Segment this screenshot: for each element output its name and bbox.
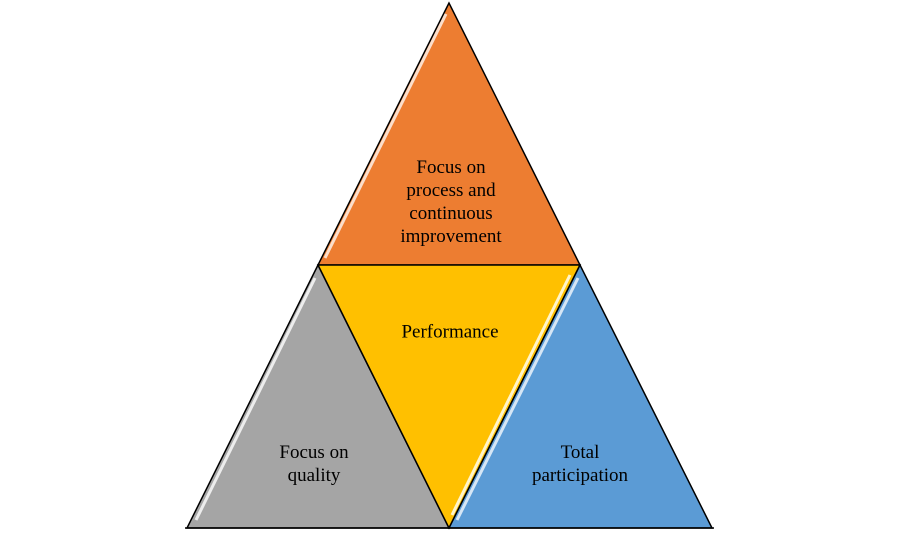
label-center: Performance	[401, 321, 498, 344]
label-line: process and	[406, 180, 496, 201]
highlight-center	[450, 274, 572, 516]
label-line: Performance	[401, 321, 499, 343]
highlight-left	[194, 277, 317, 521]
label-right: Total participation	[532, 441, 628, 487]
label-line: participation	[531, 465, 629, 486]
label-line: Focus on	[416, 157, 486, 178]
label-top: Focus on process and continuous improvem…	[400, 156, 501, 248]
label-left: Focus on quality	[279, 441, 348, 487]
label-line: improvement	[400, 226, 502, 247]
label-line: Focus on	[279, 442, 349, 463]
label-line: quality	[287, 465, 341, 486]
highlight-right	[455, 277, 580, 521]
label-line: Total	[560, 442, 600, 463]
label-line: continuous	[409, 203, 493, 224]
highlight-top	[323, 13, 448, 259]
